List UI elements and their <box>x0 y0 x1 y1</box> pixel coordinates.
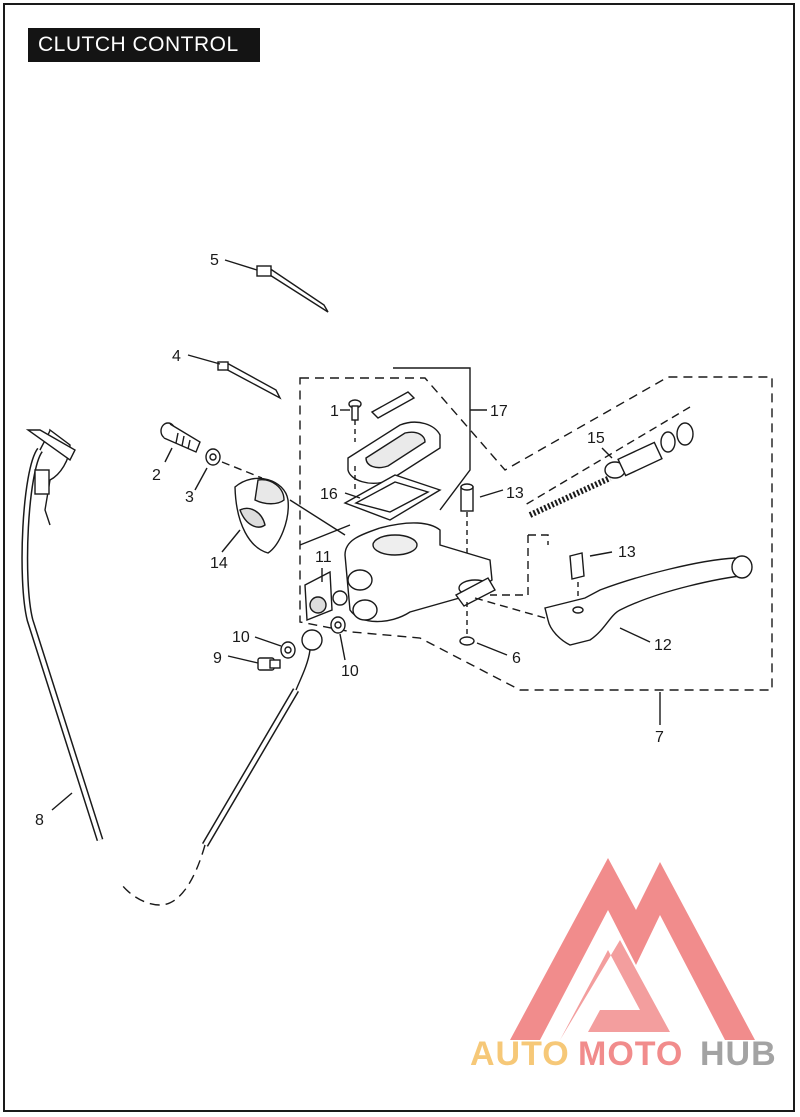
washer-part-3 <box>194 448 263 491</box>
reservoir-cover <box>347 421 441 492</box>
banjo-bolt-part-9 <box>227 655 281 671</box>
pivot-pin-part-13-upper <box>460 483 504 555</box>
callout-17: 17 <box>490 403 508 420</box>
cable-tie-part-5 <box>224 259 329 313</box>
piston-spring-part-15 <box>524 406 694 518</box>
clutch-lever-part-12 <box>474 555 753 646</box>
callout-labels: 1 2 3 4 5 6 7 8 9 10 10 11 12 13 13 14 1… <box>35 252 672 829</box>
watermark-auto: AUTO <box>470 1035 570 1073</box>
diaphragm-strip <box>370 391 416 419</box>
watermark-logo: AUTO MOTO HUB <box>470 858 777 1073</box>
watermark-triangle-icon <box>510 858 755 1040</box>
callout-8: 8 <box>35 812 44 829</box>
callout-11: 11 <box>315 549 332 566</box>
callout-4: 4 <box>172 348 181 365</box>
callout-13-lower: 13 <box>618 544 636 561</box>
page-border <box>3 3 795 1112</box>
callout-15: 15 <box>587 430 605 447</box>
callout-12: 12 <box>654 637 672 654</box>
callout-10-right: 10 <box>341 663 359 680</box>
watermark-hub: HUB <box>700 1035 777 1073</box>
callout-7: 7 <box>655 729 664 746</box>
callout-6: 6 <box>512 650 521 667</box>
clutch-hose-part-8 <box>21 428 323 906</box>
screw-part-1 <box>340 399 362 442</box>
callout-14: 14 <box>210 555 228 572</box>
retaining-clip-part-6 <box>459 602 508 656</box>
clamp-part-14 <box>221 477 346 554</box>
callout-1: 1 <box>330 403 339 420</box>
master-cylinder-body <box>344 522 496 623</box>
callout-2: 2 <box>152 467 161 484</box>
callout-9: 9 <box>213 650 222 667</box>
callout-13-upper: 13 <box>506 485 524 502</box>
callout-16: 16 <box>320 486 338 503</box>
washer-part-10-left <box>254 636 296 659</box>
pivot-pin-part-13-lower <box>490 534 613 605</box>
sight-glass-part-11 <box>304 568 348 622</box>
title-box: CLUTCH CONTROL <box>28 28 260 62</box>
callout-5: 5 <box>210 252 219 269</box>
cable-tie-part-4 <box>187 354 282 400</box>
bolt-part-2 <box>160 422 201 463</box>
watermark-moto: MOTO <box>578 1035 683 1073</box>
callout-10-left: 10 <box>232 629 250 646</box>
gasket-part-16 <box>343 474 442 521</box>
assembly-17-bracket <box>299 367 471 546</box>
washer-part-10-right <box>330 616 346 661</box>
page-title: CLUTCH CONTROL <box>38 33 239 56</box>
callout-3: 3 <box>185 489 194 506</box>
